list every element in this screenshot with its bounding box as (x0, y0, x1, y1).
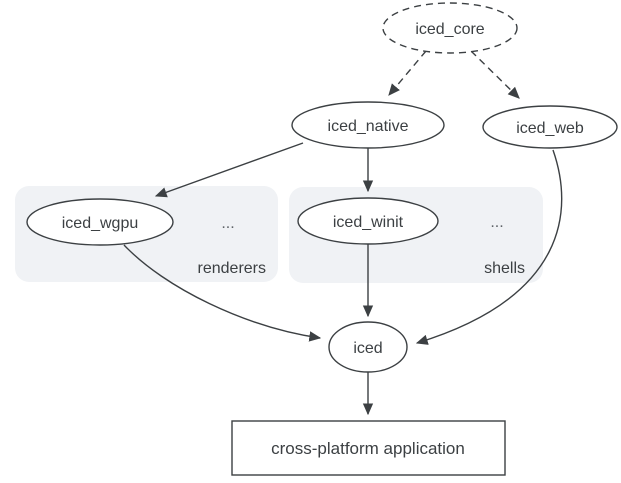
shells-ellipsis: ... (490, 214, 503, 231)
edge-iced-core-to-iced-native (388, 50, 427, 96)
iced-web-node (482, 105, 618, 149)
edge-iced-native-to-iced-wgpu (154, 142, 304, 198)
iced-wgpu-node (26, 198, 174, 246)
iced-native-node (291, 101, 445, 149)
iced-native-label: iced_native (328, 118, 409, 135)
renderers-group-label: renderers (198, 260, 266, 277)
iced-winit-node (297, 197, 439, 245)
renderers-ellipsis: ... (221, 215, 234, 232)
shells-group-label: shells (484, 260, 525, 277)
iced-core-label: iced_core (415, 21, 484, 38)
edge-iced-core-to-iced-web (470, 50, 520, 99)
iced-web-label: iced_web (516, 120, 584, 137)
iced-core-node (382, 2, 518, 54)
iced-node (328, 321, 408, 373)
cross-platform-application-node (231, 420, 506, 476)
edge-iced-wgpu-to-iced (123, 244, 322, 342)
cross-platform-application-label: cross-platform application (271, 439, 465, 458)
iced-wgpu-label: iced_wgpu (62, 215, 139, 232)
edge-iced-web-to-iced (415, 149, 563, 345)
iced-label: iced (353, 340, 382, 357)
iced-winit-label: iced_winit (333, 214, 404, 231)
